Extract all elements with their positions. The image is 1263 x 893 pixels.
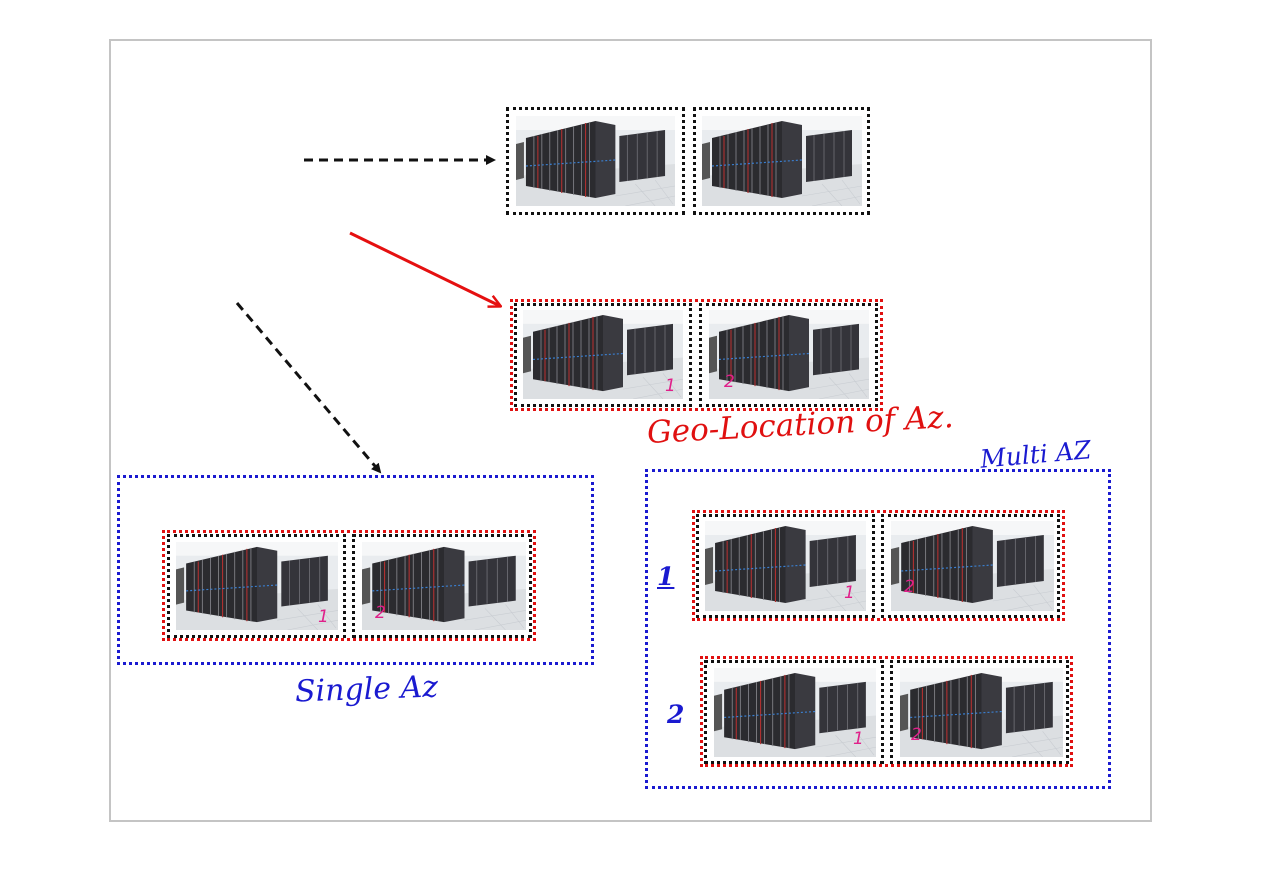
datacenter-number: 1 [665,376,676,396]
single-az-group [117,475,594,665]
datacenter-box-single-1: 1 [167,534,346,638]
server-racks-photo-icon [176,542,338,630]
datacenter-box-multi-2-2: 2 [890,660,1069,764]
server-racks-photo-icon [891,521,1054,611]
single-az-label: Single Az [294,669,439,710]
datacenter-box-middle-1: 1 [514,303,692,407]
server-racks-photo-icon [900,668,1063,757]
datacenter-box-middle-2: 2 [699,303,878,407]
server-racks-photo-icon [362,542,526,630]
az-box-multi-2 [700,656,1073,767]
datacenter-number: 1 [853,729,864,749]
datacenter-number: 2 [904,577,915,597]
az-box-multi-1 [692,510,1065,621]
datacenter-number: 1 [844,583,855,603]
datacenter-number: 2 [375,603,386,623]
datacenter-number: 2 [911,725,922,745]
az-box-middle [510,299,883,411]
multi-az-group [645,469,1111,789]
server-racks-photo-icon [702,116,862,206]
server-racks-photo-icon [523,310,683,399]
datacenter-box-top-2 [693,107,870,215]
datacenter-box-multi-1-1: 1 [696,514,875,618]
az-box-single [162,530,536,641]
datacenter-box-single-2: 2 [352,534,532,638]
datacenter-box-top-1 [506,107,685,215]
az-index-2: 2 [667,700,685,729]
datacenter-number: 2 [724,372,735,392]
server-racks-photo-icon [516,116,675,206]
datacenter-box-multi-1-2: 2 [881,514,1060,618]
server-racks-photo-icon [705,521,866,611]
datacenter-number: 1 [318,607,329,627]
az-index-1: 1 [657,562,675,591]
server-racks-photo-icon [714,668,876,757]
server-racks-photo-icon [709,310,869,399]
datacenter-box-multi-2-1: 1 [704,660,884,764]
